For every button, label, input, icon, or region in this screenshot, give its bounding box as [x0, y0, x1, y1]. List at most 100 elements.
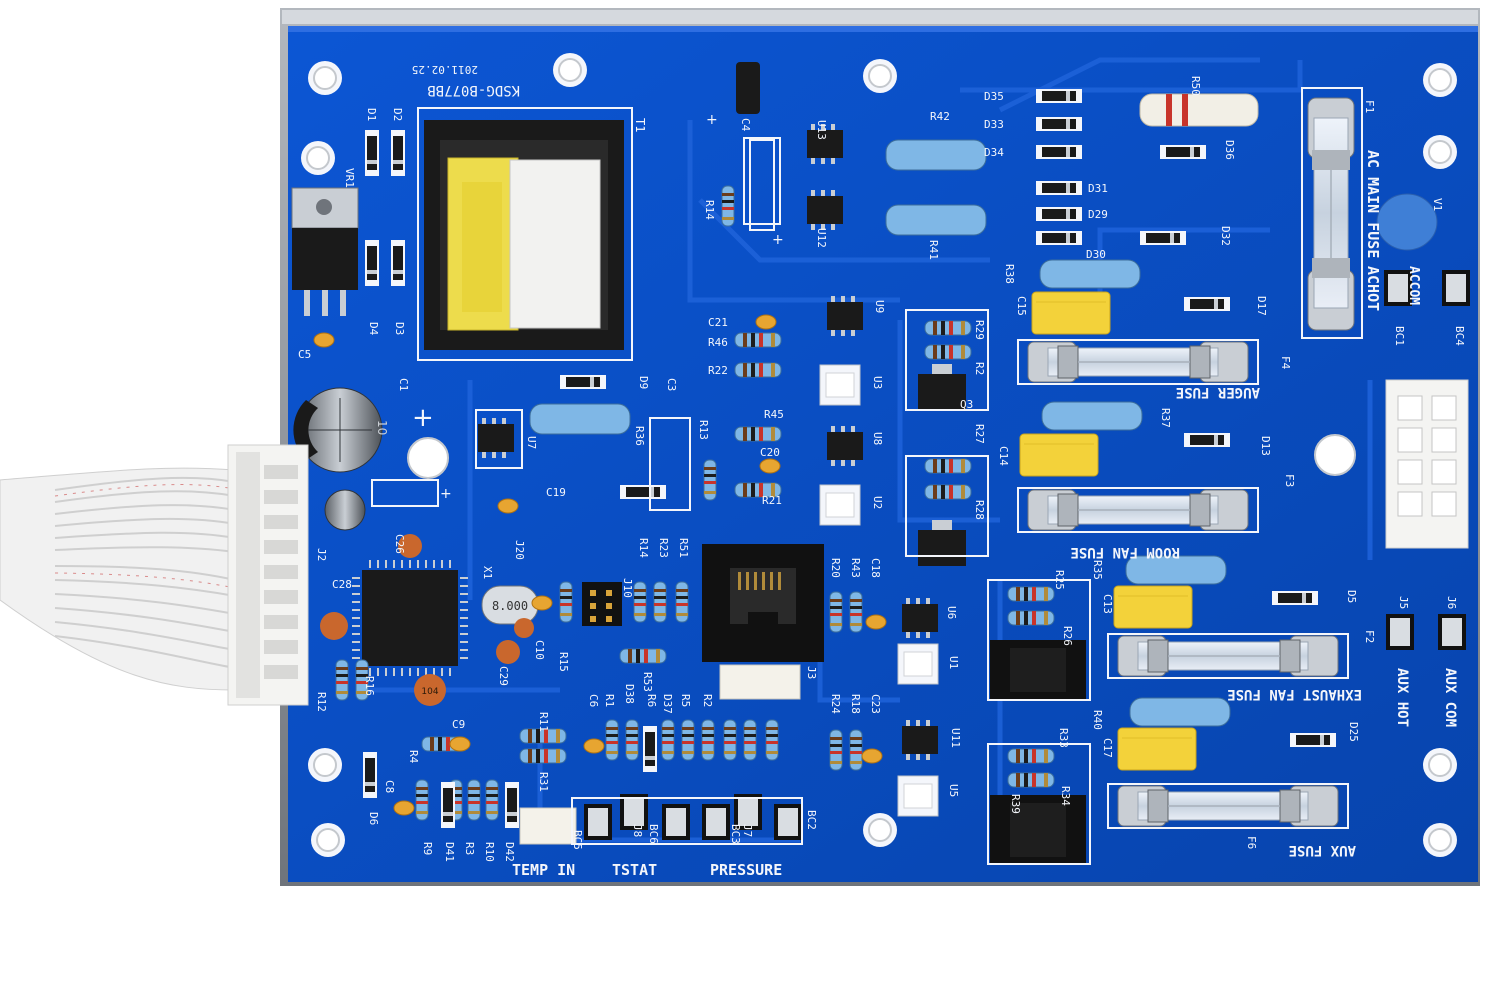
- ref-label: C15: [1015, 296, 1028, 316]
- ref-label: C29: [497, 666, 510, 686]
- ref-label: BC6: [647, 824, 660, 844]
- ref-label: R42: [930, 110, 950, 123]
- reference-designators: D1 D2 D4 D3 VR1 C5 C1 U7 R36 D9 C3 R13 C…: [298, 76, 1466, 862]
- ref-label: F4: [1279, 356, 1292, 370]
- ref-label: D2: [391, 108, 404, 121]
- ref-label: C17: [1101, 738, 1114, 758]
- ref-label: U8: [871, 432, 884, 445]
- ref-label: J7: [741, 824, 754, 837]
- ref-label: R9: [421, 842, 434, 855]
- ref-label: D32: [1219, 226, 1232, 246]
- ref-label: D1: [365, 108, 378, 121]
- ref-label: D33: [984, 118, 1004, 131]
- triacs: [918, 364, 1086, 865]
- ref-label: F3: [1283, 474, 1296, 487]
- ref-label: R13: [697, 420, 710, 440]
- ref-label: C13: [1101, 594, 1114, 614]
- ref-label: C28: [332, 578, 352, 591]
- ref-label: R39: [1009, 794, 1022, 814]
- ref-label: C20: [760, 446, 780, 459]
- ref-label: BC1: [1393, 326, 1406, 346]
- ref-label: D13: [1259, 436, 1272, 456]
- svg-text:+: +: [772, 232, 784, 248]
- ref-label: D31: [1088, 182, 1108, 195]
- ref-label: U13: [815, 120, 828, 140]
- ref-label: R23: [657, 538, 670, 558]
- ref-label: J8: [631, 824, 644, 837]
- ref-label: J6: [1445, 596, 1458, 609]
- ref-label: R4: [407, 750, 420, 764]
- ref-label: R11: [537, 712, 550, 732]
- ref-label: D34: [984, 146, 1004, 159]
- ref-label: R31: [537, 772, 550, 792]
- ref-label: R26: [1061, 626, 1074, 646]
- ref-label: R12: [315, 692, 328, 712]
- ref-label: C4: [739, 118, 752, 132]
- ref-label: C21: [708, 316, 728, 329]
- ref-label: BC4: [1453, 326, 1466, 346]
- ref-label: D5: [1345, 590, 1358, 603]
- ref-label: C10: [533, 640, 546, 660]
- ref-label: C6: [587, 694, 600, 707]
- ref-label: C3: [665, 378, 678, 391]
- ref-label: R6: [645, 694, 658, 707]
- ref-label: R43: [849, 558, 862, 578]
- accom-label: ACCOM: [1406, 266, 1421, 305]
- electrolytic-mark: 10: [375, 420, 389, 435]
- ref-label: D29: [1088, 208, 1108, 221]
- achot-label: ACHOT: [1364, 266, 1382, 311]
- ref-label: R22: [708, 364, 728, 377]
- ac-main-fuse-label: AC MAIN FUSE: [1364, 150, 1382, 258]
- ref-label: D37: [661, 694, 674, 714]
- ref-label: C14: [997, 446, 1010, 466]
- silkscreen-outlines: [371, 137, 1091, 865]
- ref-label: R28: [973, 500, 986, 520]
- capacitor-code: 104: [421, 687, 438, 697]
- ref-label: D4: [367, 322, 380, 336]
- ref-label: D17: [1255, 296, 1268, 316]
- ref-label: F2: [1363, 630, 1376, 643]
- ref-label: R3: [463, 842, 476, 855]
- aux-fuse-label: AUX FUSE: [1289, 842, 1356, 858]
- ref-label: R38: [1003, 264, 1016, 284]
- ref-label: R14: [637, 538, 650, 558]
- ref-label: C26: [393, 534, 406, 554]
- mounting-holes: [300, 52, 1458, 858]
- ref-label: R14: [703, 200, 716, 220]
- ref-label: R36: [633, 426, 646, 446]
- ceramic-capacitors: [313, 314, 887, 816]
- ref-label: R21: [762, 494, 782, 507]
- ref-label: C19: [546, 486, 566, 499]
- ref-label: C23: [869, 694, 882, 714]
- ref-label: C5: [298, 348, 311, 361]
- ref-label: D30: [1086, 248, 1106, 261]
- board-date: 2011.02.25: [412, 63, 478, 76]
- ref-label: R46: [708, 336, 728, 349]
- ref-label: R51: [677, 538, 690, 558]
- ref-label: R2: [701, 694, 714, 707]
- ref-label: R41: [927, 240, 940, 260]
- small-diodes: [363, 89, 1336, 828]
- svg-text:+: +: [706, 112, 718, 128]
- ref-label: R1: [603, 694, 616, 707]
- ref-label: U9: [873, 300, 886, 313]
- auger-fuse-label: AUGER FUSE: [1176, 384, 1260, 400]
- ref-label: F1: [1363, 100, 1376, 113]
- crystal-mark: 8.000: [492, 599, 528, 613]
- ref-label: Q3: [960, 398, 973, 411]
- ref-label: U7: [525, 436, 538, 449]
- ref-label: R45: [764, 408, 784, 421]
- microcontroller: [352, 560, 468, 676]
- ref-label: C8: [383, 780, 396, 793]
- ref-label: F6: [1245, 836, 1258, 849]
- exhaust-fan-fuse-label: EXHAUST FAN FUSE: [1227, 686, 1362, 702]
- component-markings: 8.000 104 10: [375, 420, 528, 697]
- ref-label: VR1: [343, 168, 356, 188]
- ref-label: U12: [815, 228, 828, 248]
- transformer-t1: [417, 107, 633, 361]
- ref-label: D36: [1223, 140, 1236, 160]
- ref-label: R33: [1057, 728, 1070, 748]
- temp-in-label: TEMP IN: [512, 861, 575, 879]
